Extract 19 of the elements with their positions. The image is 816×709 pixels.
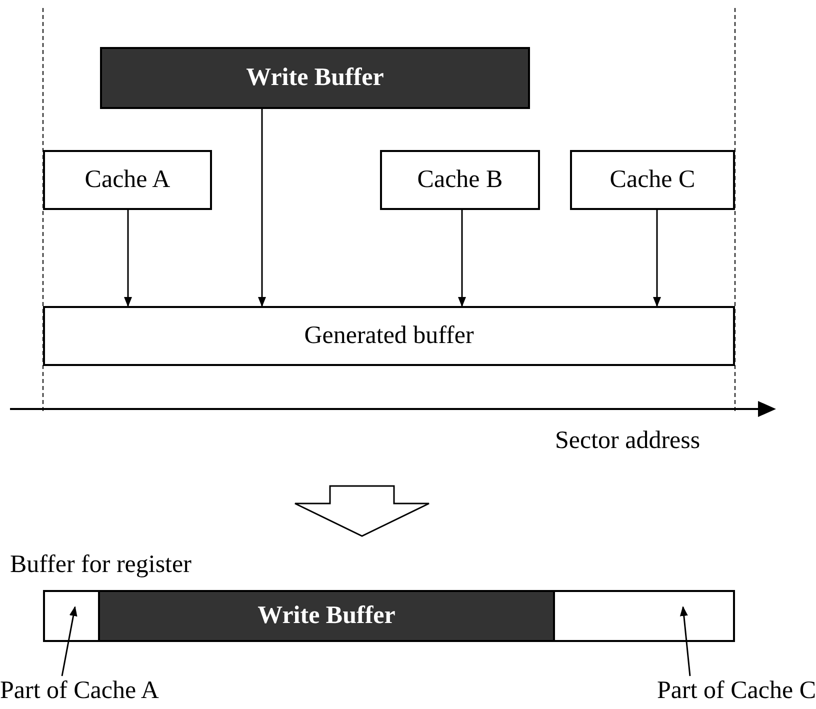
cache-part-box: [553, 590, 735, 642]
cache-box: Cache B: [380, 150, 540, 210]
cache-part-box: [43, 590, 100, 642]
generated-buffer-bar: Generated buffer: [43, 306, 735, 366]
leader-line: [680, 606, 691, 676]
write-buffer-bar: Write Buffer: [100, 47, 530, 109]
write-buffer-bar: Write Buffer: [98, 590, 555, 642]
part-caption: Part of Cache A: [0, 676, 205, 706]
cache-box: Cache A: [43, 150, 212, 210]
leader-line: [61, 606, 78, 676]
part-caption: Part of Cache C: [560, 676, 816, 706]
bar-heading: Buffer for register: [10, 551, 192, 579]
axis-label: Sector address: [555, 427, 700, 455]
cache-box: Cache C: [570, 150, 735, 210]
arrow: [124, 210, 132, 307]
arrow: [258, 109, 266, 307]
arrow: [458, 210, 466, 307]
arrow: [653, 210, 661, 307]
block-arrow: [294, 485, 430, 537]
